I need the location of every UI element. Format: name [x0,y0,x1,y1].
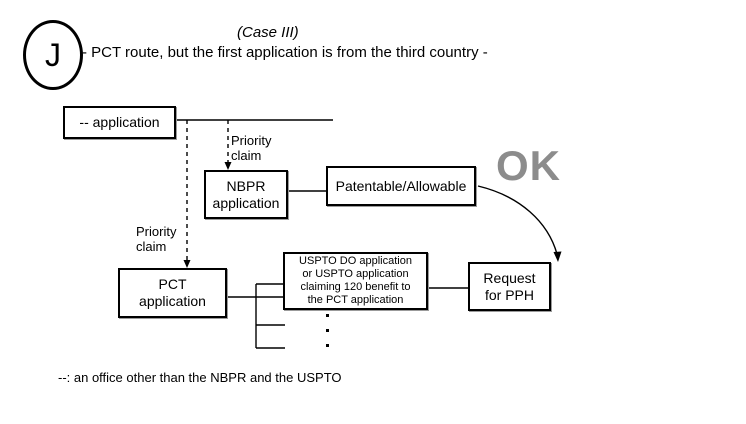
node-request-for-pph: Request for PPH [468,262,551,311]
node-uspto-do-application: USPTO DO application or USPTO applicatio… [283,252,428,310]
node-patentable-allowable: Patentable/Allowable [326,166,476,206]
ellipsis-dot [325,344,329,347]
node-request-for-pph-label: Request for PPH [483,269,536,303]
legend-note: --: an office other than the NBPR and th… [58,370,342,385]
case-badge-letter: J [45,37,61,73]
arrowhead-nbpr [224,162,232,170]
arrowhead-pph [553,251,562,262]
status-ok-label: OK [496,142,561,189]
case-badge-circle: J [23,20,83,90]
ellipsis-dot [325,329,329,332]
node-pct-application: PCT application [118,268,227,318]
node-nbpr-application-label: NBPR application [212,177,280,211]
node-nbpr-application: NBPR application [204,170,288,219]
edge-label-priority-claim-pct: Priority claim [136,224,177,255]
node-pct-application-label: PCT application [139,276,206,309]
node-application: -- application [63,106,176,139]
ellipsis-dot [325,314,329,317]
node-patentable-allowable-label: Patentable/Allowable [335,177,467,194]
case-subtitle: - PCT route, but the first application i… [82,44,488,61]
node-application-label: -- application [79,114,160,131]
arrowhead-pct [183,260,191,268]
case-title: (Case III) [237,24,299,41]
node-uspto-do-application-label: USPTO DO application or USPTO applicatio… [299,255,412,306]
edge-patentable-pph-curve [477,185,558,255]
edge-label-priority-claim-nbpr: Priority claim [231,133,272,164]
vertical-ellipsis [324,314,330,359]
